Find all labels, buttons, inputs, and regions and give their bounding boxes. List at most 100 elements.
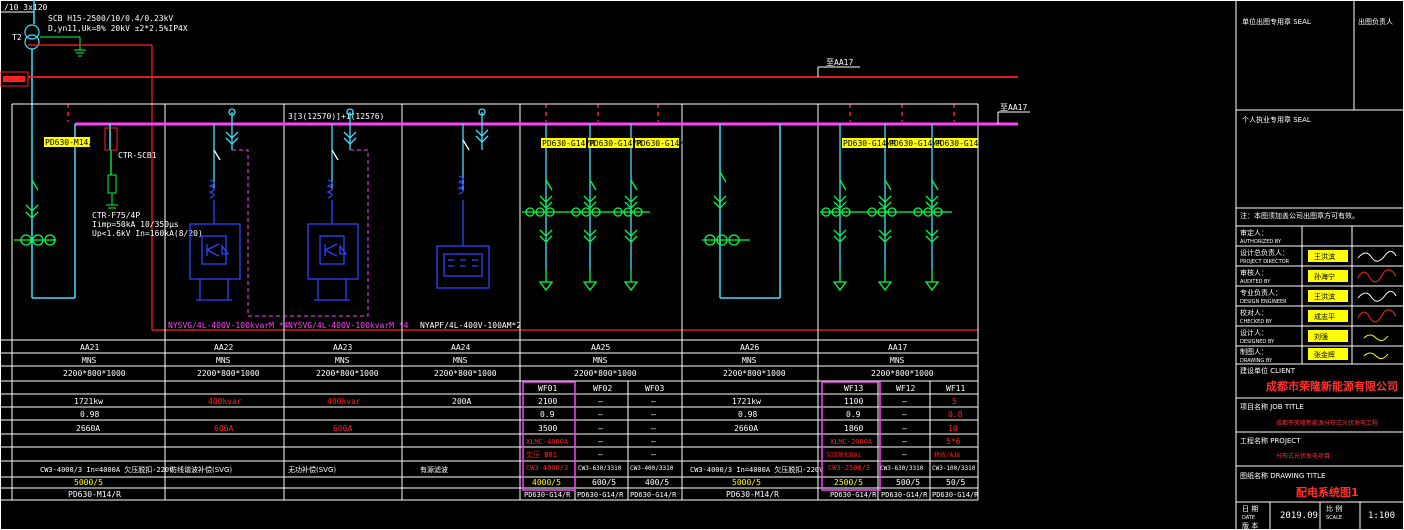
panel-type: MNS [742, 356, 757, 365]
feeder-current: 10 [948, 424, 958, 433]
transformer-winding-secondary [24, 34, 40, 50]
seal-unit-label: 单位出图专用章 SEAL [1242, 17, 1311, 26]
feeder-extra: 欠压 B01 [526, 450, 557, 459]
feeder-branch: PD630-G14/R [830, 491, 877, 499]
feeder-rated: – [902, 397, 907, 406]
scale-en-label: SCALE [1326, 515, 1342, 521]
aa17-breaker-label-2: PD630-G14/R [889, 139, 942, 148]
scale-value: 1:100 [1368, 511, 1395, 521]
project-name: 分布式光伏发电项目 [1276, 452, 1330, 460]
feeder-extra: 欠压脱扣B01 [826, 451, 861, 459]
aa21-data: 1721kw 0.98 2660A CW3-4000/3 In=4000A 欠压… [40, 397, 174, 499]
rated-value: 1721kw [732, 397, 761, 406]
drawing-title: 配电系统图1 [1296, 485, 1359, 499]
transformer-label: T2 [12, 33, 22, 42]
panel-id: AA26 [740, 343, 759, 352]
feeder-pf: 0.8 [948, 410, 963, 419]
aa24-data: 200A 有源滤波 [420, 397, 471, 474]
feeder-current: – [598, 424, 603, 433]
aa17-breaker-label-1: PD630-G14/R [843, 139, 896, 148]
sig-role-cn: 制图人： [1240, 347, 1268, 356]
date-en-label: DATE [1242, 515, 1255, 521]
aa22-device-label: NYSVG/4L-400V-100kvarM *4 [168, 321, 289, 330]
breaker-spec: 防线谐波补偿(SVG) [170, 465, 232, 474]
feeder-breaker: – [651, 437, 656, 446]
feeder-pf: 0.9 [540, 410, 555, 419]
main-busbar: 3[3(12570)]+1(12576) 至AA17 [75, 103, 1030, 126]
client-label: 建设单位 CLIENT [1240, 366, 1296, 375]
transformer-spec-line2: D,yn11,Uk=8% 20kV ±2*2.5%IP4X [48, 24, 188, 33]
signature-scribble [1357, 250, 1397, 262]
aa25-breaker-label-1: PD630-G14/R [542, 139, 595, 148]
feeder-current: 1860 [844, 424, 863, 433]
panel-aa23-schematic [307, 108, 359, 301]
surge-label-2: Iimp=50kA 10/350μs [92, 220, 179, 229]
breaker-spec: CW3-4000/3 In=4000A 欠压脱扣-220V [690, 465, 824, 474]
panel-size: 2200*800*1000 [63, 369, 126, 378]
feeder-breaker: 5*6 [946, 437, 961, 446]
rated-value: 200A [452, 397, 471, 406]
signature-scribble [1357, 309, 1397, 323]
date-value: 2019.09 [1280, 511, 1318, 521]
signature-scribble [1357, 269, 1397, 283]
protection-relay-label-fill [3, 76, 25, 82]
aa17-right-label: 至AA17 [1000, 103, 1027, 112]
feeder-rated: 5 [952, 397, 957, 406]
panel-id: AA24 [451, 343, 470, 352]
date-label: 日 期 [1242, 505, 1258, 513]
red-control-bus: 至AA17 [28, 44, 1018, 331]
feeder-branch: PD630-G14/R [932, 491, 979, 499]
aa23-data: 400kvar 606A 无功补偿(SVG) [288, 397, 361, 474]
aa23-device-label: NYSVG/4L-400V-100kvarM *4 [288, 321, 409, 330]
feeder-branch: PD630-G14/R [630, 491, 677, 499]
panel-id: AA25 [591, 343, 610, 352]
title-block: 单位出图专用章 SEAL 出图负责人 个人执业专用章 SEAL 注：本图须加盖公… [1236, 0, 1404, 530]
panel-id: AA21 [80, 343, 99, 352]
aa17-feeder-table: WF13 WF12 WF11 1100 – 5 0.9 – 0.8 1860 –… [821, 381, 979, 499]
protection-relay-box [0, 71, 29, 87]
surge-label-3: Up<1.6kV In=160kA(8/20) [92, 229, 203, 238]
surge-label-1: CTR-F75/4P [92, 211, 140, 220]
aa21-breaker-label: PD630-M14/R [45, 138, 98, 147]
aa22-data: 400kvar 606A 防线谐波补偿(SVG) [170, 397, 242, 474]
aa26-data: 1721kw 0.98 2660A CW3-4000/3 In=4000A 欠压… [690, 397, 824, 499]
cable-spec-label: /10 3x120 [4, 3, 48, 12]
pf-value: 0.98 [80, 410, 99, 419]
rated-value: 400kvar [208, 397, 242, 406]
signature-rows: 审定人： AUTHORIZED BY 设计总负责人： PROJECT DIREC… [1236, 226, 1404, 365]
ct-ratio: 5000/5 [74, 478, 103, 487]
current-value: 606A [333, 424, 352, 433]
transformer-spec-line1: SCB H15-2500/10/0.4/0.23kV [48, 14, 173, 23]
wf01-highlight [522, 381, 576, 491]
job-title: 成都市荣隆新能源分布式光伏发电工程 [1276, 419, 1378, 427]
sig-role-en: DRAWING BY [1240, 358, 1273, 364]
branch-breaker: PD630-M14/R [68, 490, 121, 499]
ct-label: CTR-SCB1 [118, 151, 157, 160]
drawing-title-label: 图纸名称 DRAWING TITLE [1240, 471, 1325, 480]
aa21-surge-protector: CTR-SCB1 CTR-F75/4P Iimp=50kA 10/350μs U… [92, 127, 203, 238]
feeder-branch: PD630-G14/R [577, 491, 624, 499]
aa25-breaker-label-3: PD630-G14/R [636, 139, 689, 148]
feeder-rated: 2100 [538, 397, 557, 406]
feeder-ct: 600/5 [592, 478, 616, 487]
feeder-branch: PD630-G14/R [881, 491, 928, 499]
panel-size: 2200*800*1000 [434, 369, 497, 378]
current-value: 2660A [76, 424, 100, 433]
panel-aa26-schematic [702, 124, 781, 299]
feeder-extra: 耕线/A16 [934, 451, 961, 459]
busbar-spec-label: 3[3(12570)]+1(12576) [288, 112, 384, 121]
feeder-rated: – [598, 397, 603, 406]
panel-size: 2200*800*1000 [197, 369, 260, 378]
sig-name: 王洪滨 [1314, 252, 1335, 261]
sig-name: 成志平 [1314, 312, 1335, 321]
feeder-name: WF12 [896, 384, 915, 393]
feeder-name: WF03 [645, 384, 664, 393]
feeder-current: – [902, 424, 907, 433]
sig-role-en: AUTHORIZED BY [1240, 239, 1282, 245]
aa25-breaker-tags: PD630-G14/R PD630-G14/R PD630-G14/R [541, 138, 689, 148]
feeder-ct: 500/5 [896, 478, 920, 487]
sig-role-cn: 审核人： [1240, 268, 1268, 277]
sig-role-en: DESIGN ENGINEER [1240, 299, 1287, 305]
panel-grid [0, 103, 979, 501]
